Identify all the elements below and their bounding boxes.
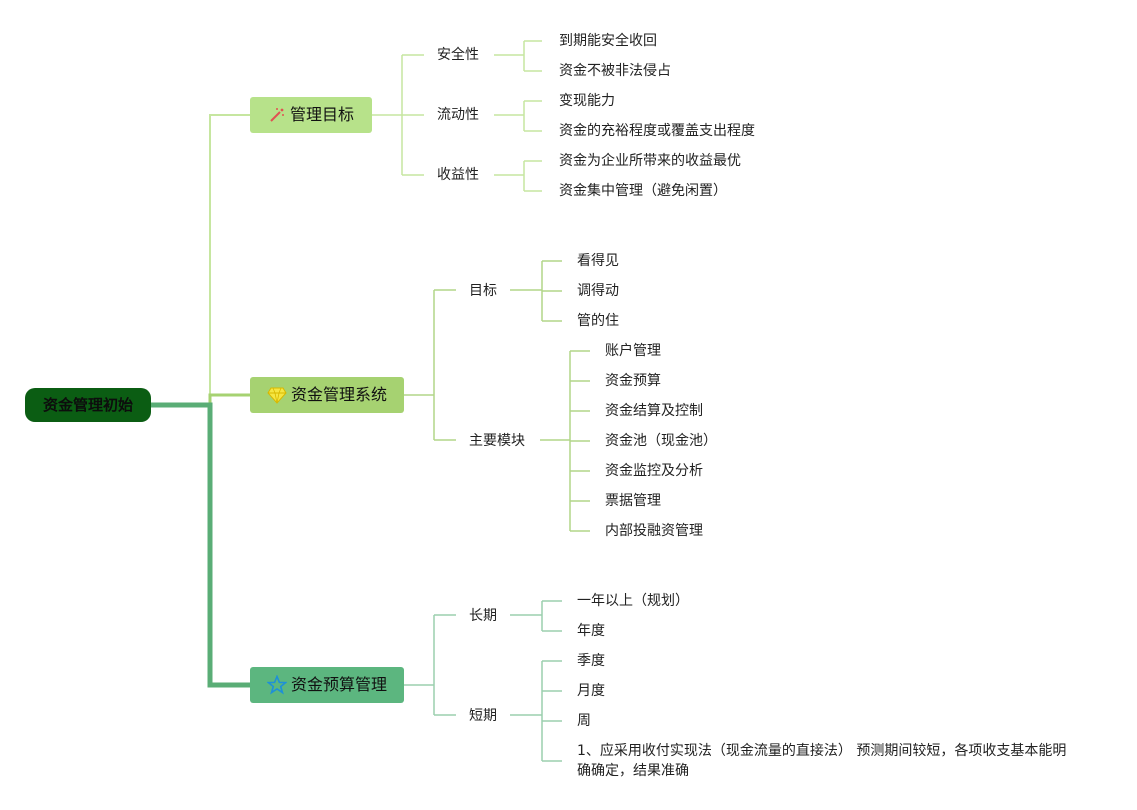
branch-label: 资金预算管理 [290,675,387,694]
leaf-node[interactable]: 管的住 [577,313,619,329]
branch-label: 管理目标 [289,105,354,124]
leaf-node[interactable]: 变现能力 [559,93,615,109]
leaf-node[interactable]: 1、应采用收付实现法（现金流量的直接法） 预测期间较短，各项收支基本能明确确定，… [577,743,1067,779]
leaf-node[interactable]: 资金预算 [605,373,661,389]
leaf-node[interactable]: 看得见 [577,253,619,269]
sub-node-liquidity[interactable]: 流动性 [437,107,479,123]
branch-label: 资金管理系统 [290,385,387,404]
sub-node-short-term[interactable]: 短期 [469,708,497,724]
leaf-node[interactable]: 资金监控及分析 [605,463,703,479]
leaf-node[interactable]: 一年以上（规划） [577,593,689,609]
sub-node-long-term[interactable]: 长期 [469,608,497,624]
root-label: 资金管理初始 [42,396,133,414]
sub-node-modules[interactable]: 主要模块 [469,433,525,449]
star-icon [266,675,287,695]
leaf-node[interactable]: 年度 [577,623,605,639]
diamond-icon [267,386,287,404]
leaf-node[interactable]: 资金集中管理（避免闲置） [559,183,727,199]
leaf-node[interactable]: 账户管理 [605,343,661,359]
leaf-node[interactable]: 资金为企业所带来的收益最优 [559,153,741,169]
sub-node-profitability[interactable]: 收益性 [437,167,479,183]
leaf-node[interactable]: 资金结算及控制 [605,403,703,419]
leaf-node[interactable]: 调得动 [577,283,619,299]
branch-fund-budget[interactable]: 资金预算管理 [250,667,404,703]
leaf-node[interactable]: 内部投融资管理 [605,523,703,539]
leaf-node[interactable]: 资金的充裕程度或覆盖支出程度 [559,123,755,139]
root-node[interactable]: 资金管理初始 [25,388,151,422]
leaf-node[interactable]: 周 [577,713,591,729]
leaf-node[interactable]: 季度 [577,653,605,669]
magic-wand-icon [268,106,286,124]
leaf-node[interactable]: 到期能安全收回 [559,33,657,49]
branch-management-goals[interactable]: 管理目标 [250,97,372,133]
leaf-node[interactable]: 票据管理 [605,493,661,509]
branch-fund-system[interactable]: 资金管理系统 [250,377,404,413]
leaf-node[interactable]: 资金池（现金池） [605,433,717,449]
sub-node-safety[interactable]: 安全性 [437,47,479,63]
leaf-node[interactable]: 资金不被非法侵占 [559,63,671,79]
sub-node-target[interactable]: 目标 [469,283,497,299]
leaf-node[interactable]: 月度 [577,683,605,699]
